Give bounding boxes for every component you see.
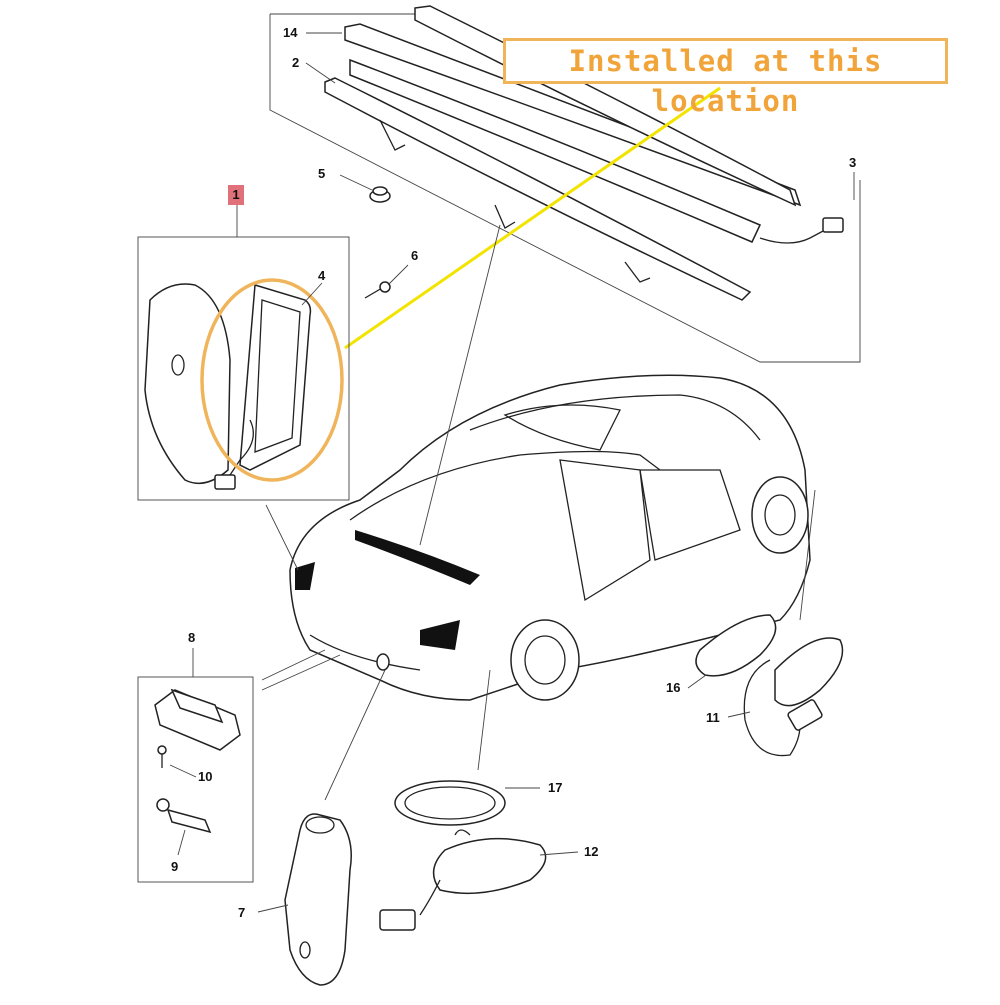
part-16-gasket [687, 614, 777, 689]
label-6: 6 [411, 248, 418, 263]
part-8-license-lamp [154, 688, 241, 751]
label-11: 11 [706, 710, 720, 725]
part-8-detail-box [137, 676, 254, 883]
part-12-side-marker [379, 829, 579, 931]
part-11-side-marker [727, 637, 844, 757]
car-illustration [289, 374, 811, 701]
part-10-screw [157, 745, 197, 778]
label-5: 5 [318, 166, 325, 181]
upper-frame [269, 14, 861, 363]
label-16: 16 [666, 680, 680, 695]
part-17-gasket [394, 780, 540, 826]
label-14: 14 [283, 25, 298, 40]
part-6-screw [364, 281, 391, 299]
label-4: 4 [318, 268, 326, 283]
label-2: 2 [292, 55, 299, 70]
label-9: 9 [171, 859, 178, 874]
label-1: 1 [232, 187, 240, 202]
part-3-brake-light [349, 58, 844, 244]
callout-text: Installed at this location [568, 44, 883, 118]
label-8: 8 [188, 630, 195, 645]
part-7-lamp [257, 813, 352, 986]
label-17: 17 [548, 780, 562, 795]
label-10: 10 [198, 769, 212, 784]
part-9-bulb [156, 798, 212, 856]
part-1-detail-box [137, 236, 350, 501]
part-4-highlight-ring [200, 278, 344, 482]
installed-location-callout: Installed at this location [503, 38, 948, 118]
part-1-highlight-badge: 1 [228, 185, 244, 205]
part-2-bracket [324, 77, 752, 301]
label-12: 12 [584, 844, 598, 859]
label-3: 3 [849, 155, 856, 170]
location-pointer-line [344, 86, 721, 350]
label-7: 7 [238, 905, 245, 920]
part-5-grommet [369, 186, 391, 203]
